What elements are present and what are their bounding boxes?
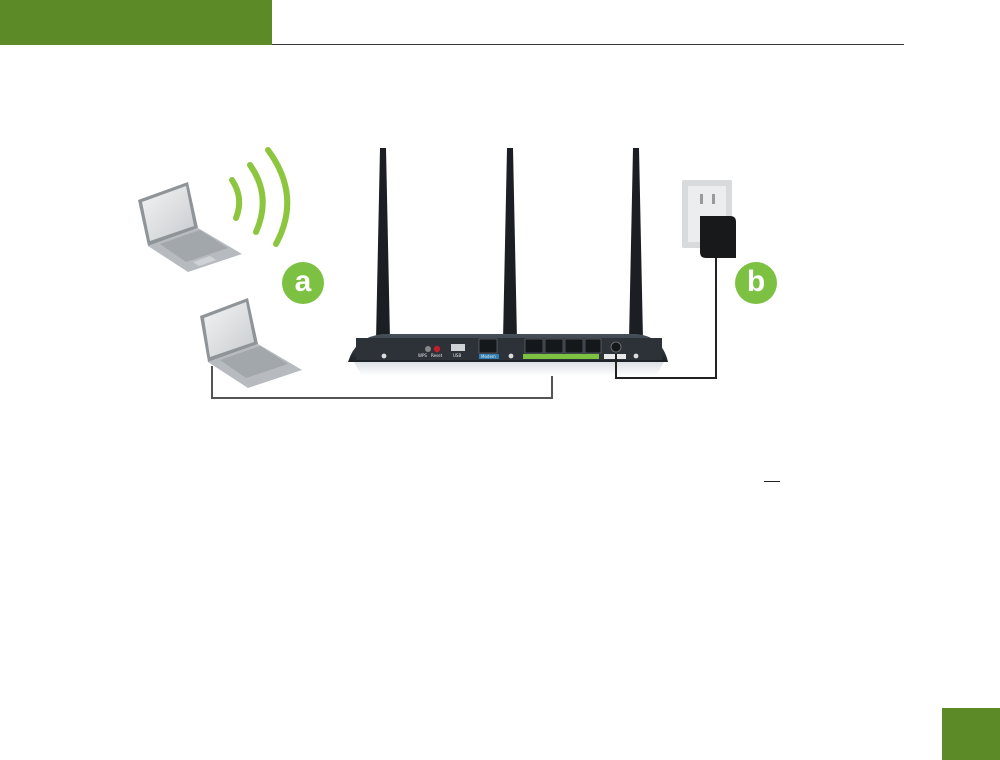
reset-label: Reset	[431, 353, 443, 358]
router-icon: WPS Reset USB Modem	[348, 334, 668, 376]
wps-label: WPS	[418, 353, 427, 358]
antenna-icon	[376, 148, 643, 340]
laptop-icon	[200, 298, 302, 388]
step-b-badge: b	[735, 262, 777, 304]
power-adapter-icon	[700, 216, 736, 258]
usb-label: USB	[453, 353, 461, 358]
step-a-badge: a	[282, 262, 324, 304]
page-number-tab	[942, 708, 1000, 760]
laptop-icon	[138, 182, 242, 272]
modem-label: Modem	[481, 354, 496, 359]
wifi-waves-icon	[232, 150, 287, 244]
underline-mark	[764, 481, 780, 482]
